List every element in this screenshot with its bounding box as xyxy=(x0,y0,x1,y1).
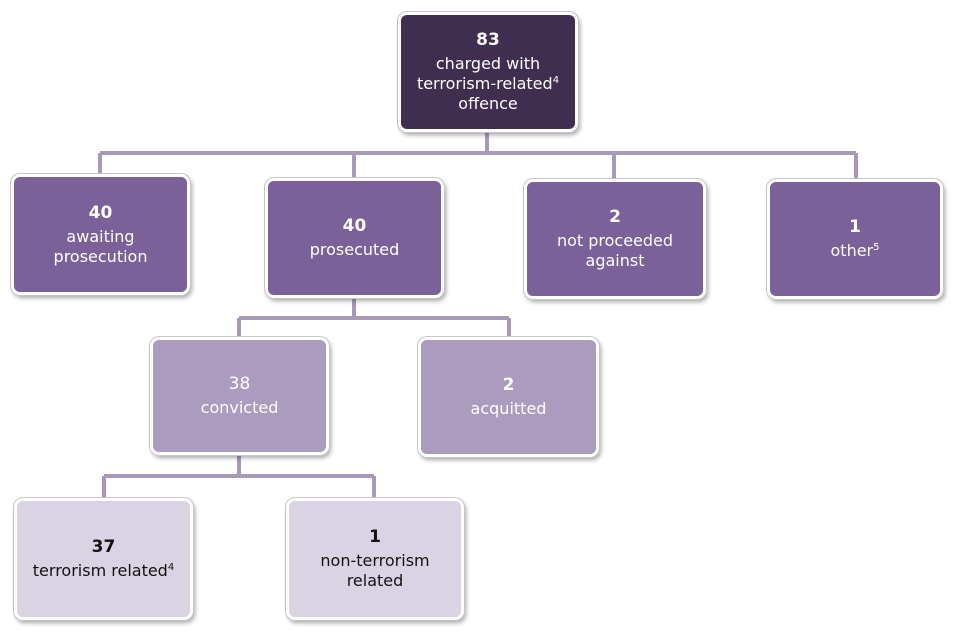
node-other: 1 other5 xyxy=(767,179,943,299)
node-non-terrorism-label-1: non-terrorism xyxy=(320,551,430,570)
node-other-label: other xyxy=(830,241,874,260)
node-non-terrorism-count: 1 xyxy=(369,527,381,547)
node-not-proceeded-count: 2 xyxy=(609,207,621,227)
node-other-label-wrap: other5 xyxy=(831,241,880,261)
node-charged: 83 charged with terrorism-related4 offen… xyxy=(398,12,578,132)
node-other-footnote: 5 xyxy=(873,242,880,253)
node-acquitted: 2 acquitted xyxy=(418,337,599,457)
node-terrorism-related-label-wrap: terrorism related4 xyxy=(33,561,174,581)
node-acquitted-count: 2 xyxy=(502,375,515,395)
node-charged-label-1: charged with xyxy=(435,54,541,73)
node-terrorism-related: 37 terrorism related4 xyxy=(14,498,193,620)
node-convicted-count: 38 xyxy=(228,374,251,394)
node-awaiting-label-2: prosecution xyxy=(53,246,148,266)
node-charged-label-2-wrap: terrorism-related4 xyxy=(417,74,559,94)
node-charged-footnote: 4 xyxy=(552,75,560,86)
node-non-terrorism-label-2: related xyxy=(346,571,404,590)
node-prosecuted-label: prosecuted xyxy=(309,240,400,259)
node-awaiting-count: 40 xyxy=(88,202,113,223)
node-awaiting-label-1: awaiting xyxy=(66,226,135,246)
node-charged-label-3: offence xyxy=(458,94,518,113)
node-awaiting-prosecution: 40 awaiting prosecution xyxy=(11,174,190,295)
node-acquitted-label: acquitted xyxy=(470,399,547,418)
node-not-proceeded-label-1: not proceeded xyxy=(556,231,674,250)
node-terrorism-related-label: terrorism related xyxy=(32,561,168,580)
node-not-proceeded-label-2: against xyxy=(585,251,645,270)
node-convicted: 38 convicted xyxy=(150,337,329,455)
node-prosecuted-count: 40 xyxy=(342,216,367,236)
node-terrorism-related-footnote: 4 xyxy=(167,562,175,573)
node-charged-label-2: terrorism-related xyxy=(416,74,553,93)
node-charged-count: 83 xyxy=(476,30,500,50)
node-non-terrorism-related: 1 non-terrorism related xyxy=(286,498,464,620)
node-prosecuted: 40 prosecuted xyxy=(265,178,444,298)
node-terrorism-related-count: 37 xyxy=(91,537,116,557)
node-other-count: 1 xyxy=(849,217,861,237)
node-not-proceeded: 2 not proceeded against xyxy=(524,179,706,299)
node-convicted-label: convicted xyxy=(200,398,279,417)
